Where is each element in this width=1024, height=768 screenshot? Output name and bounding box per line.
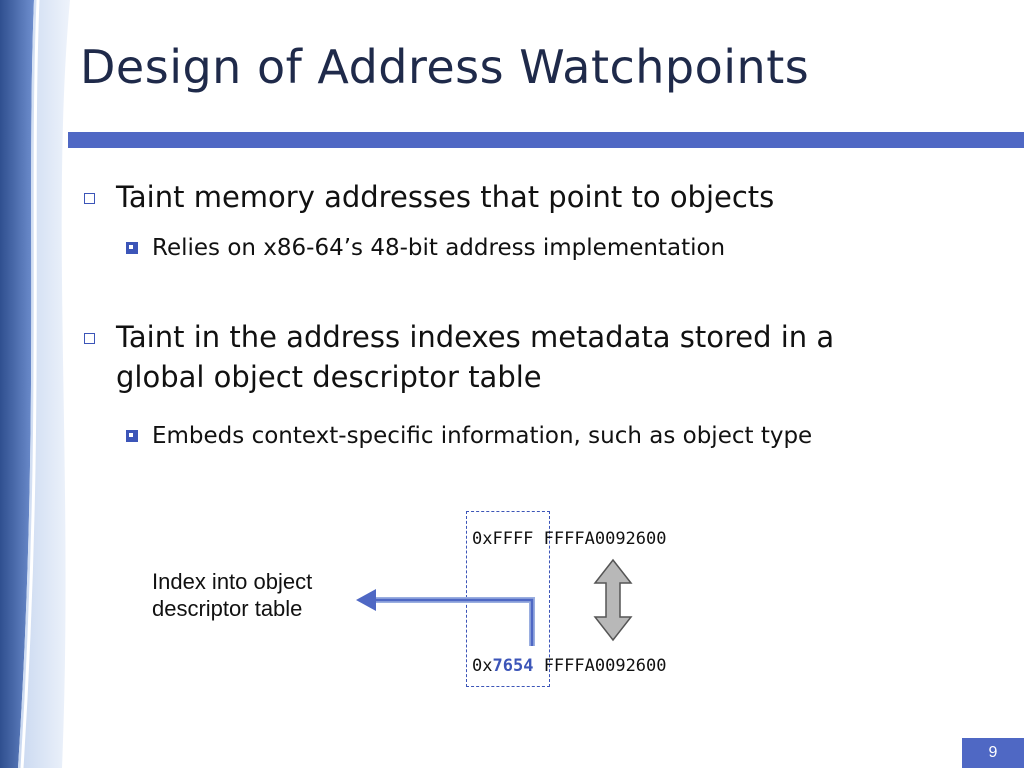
double-arrow-icon	[593, 558, 633, 642]
filled-square-bullet-icon	[126, 242, 138, 254]
index-label-line-2: descriptor table	[152, 596, 303, 621]
tainted-address: 0x7654 FFFFA0092600	[472, 656, 667, 676]
original-address-prefix: 0xFFFF	[472, 529, 534, 549]
tainted-address-suffix: FFFFA0092600	[543, 656, 667, 676]
slide-title: Design of Address Watchpoints	[80, 40, 810, 94]
hollow-square-bullet-icon	[84, 193, 95, 204]
original-address: 0xFFFF FFFFA0092600	[472, 529, 667, 549]
index-label: Index into object descriptor table	[152, 568, 312, 622]
index-label-line-1: Index into object	[152, 569, 313, 594]
tainted-address-index: 7654	[492, 656, 534, 676]
title-underline-bar	[68, 132, 1024, 148]
index-pointer-arrow-icon	[356, 589, 535, 646]
tainted-address-prefix: 0x	[472, 656, 493, 676]
bullet-1-sub-1-text: Relies on x86-64’s 48-bit address implem…	[152, 235, 726, 261]
original-address-suffix: FFFFA0092600	[543, 529, 667, 549]
side-decoration	[0, 0, 70, 768]
page-number-badge: 9	[962, 738, 1024, 768]
page-number: 9	[988, 744, 998, 761]
bullet-2-sub-1-text: Embeds context-specific information, suc…	[152, 423, 813, 449]
bullet-2-text: Taint in the address indexes metadata st…	[116, 320, 835, 394]
hollow-square-bullet-icon	[84, 333, 95, 344]
bullet-1-text: Taint memory addresses that point to obj…	[116, 180, 775, 214]
filled-square-bullet-icon	[126, 430, 138, 442]
